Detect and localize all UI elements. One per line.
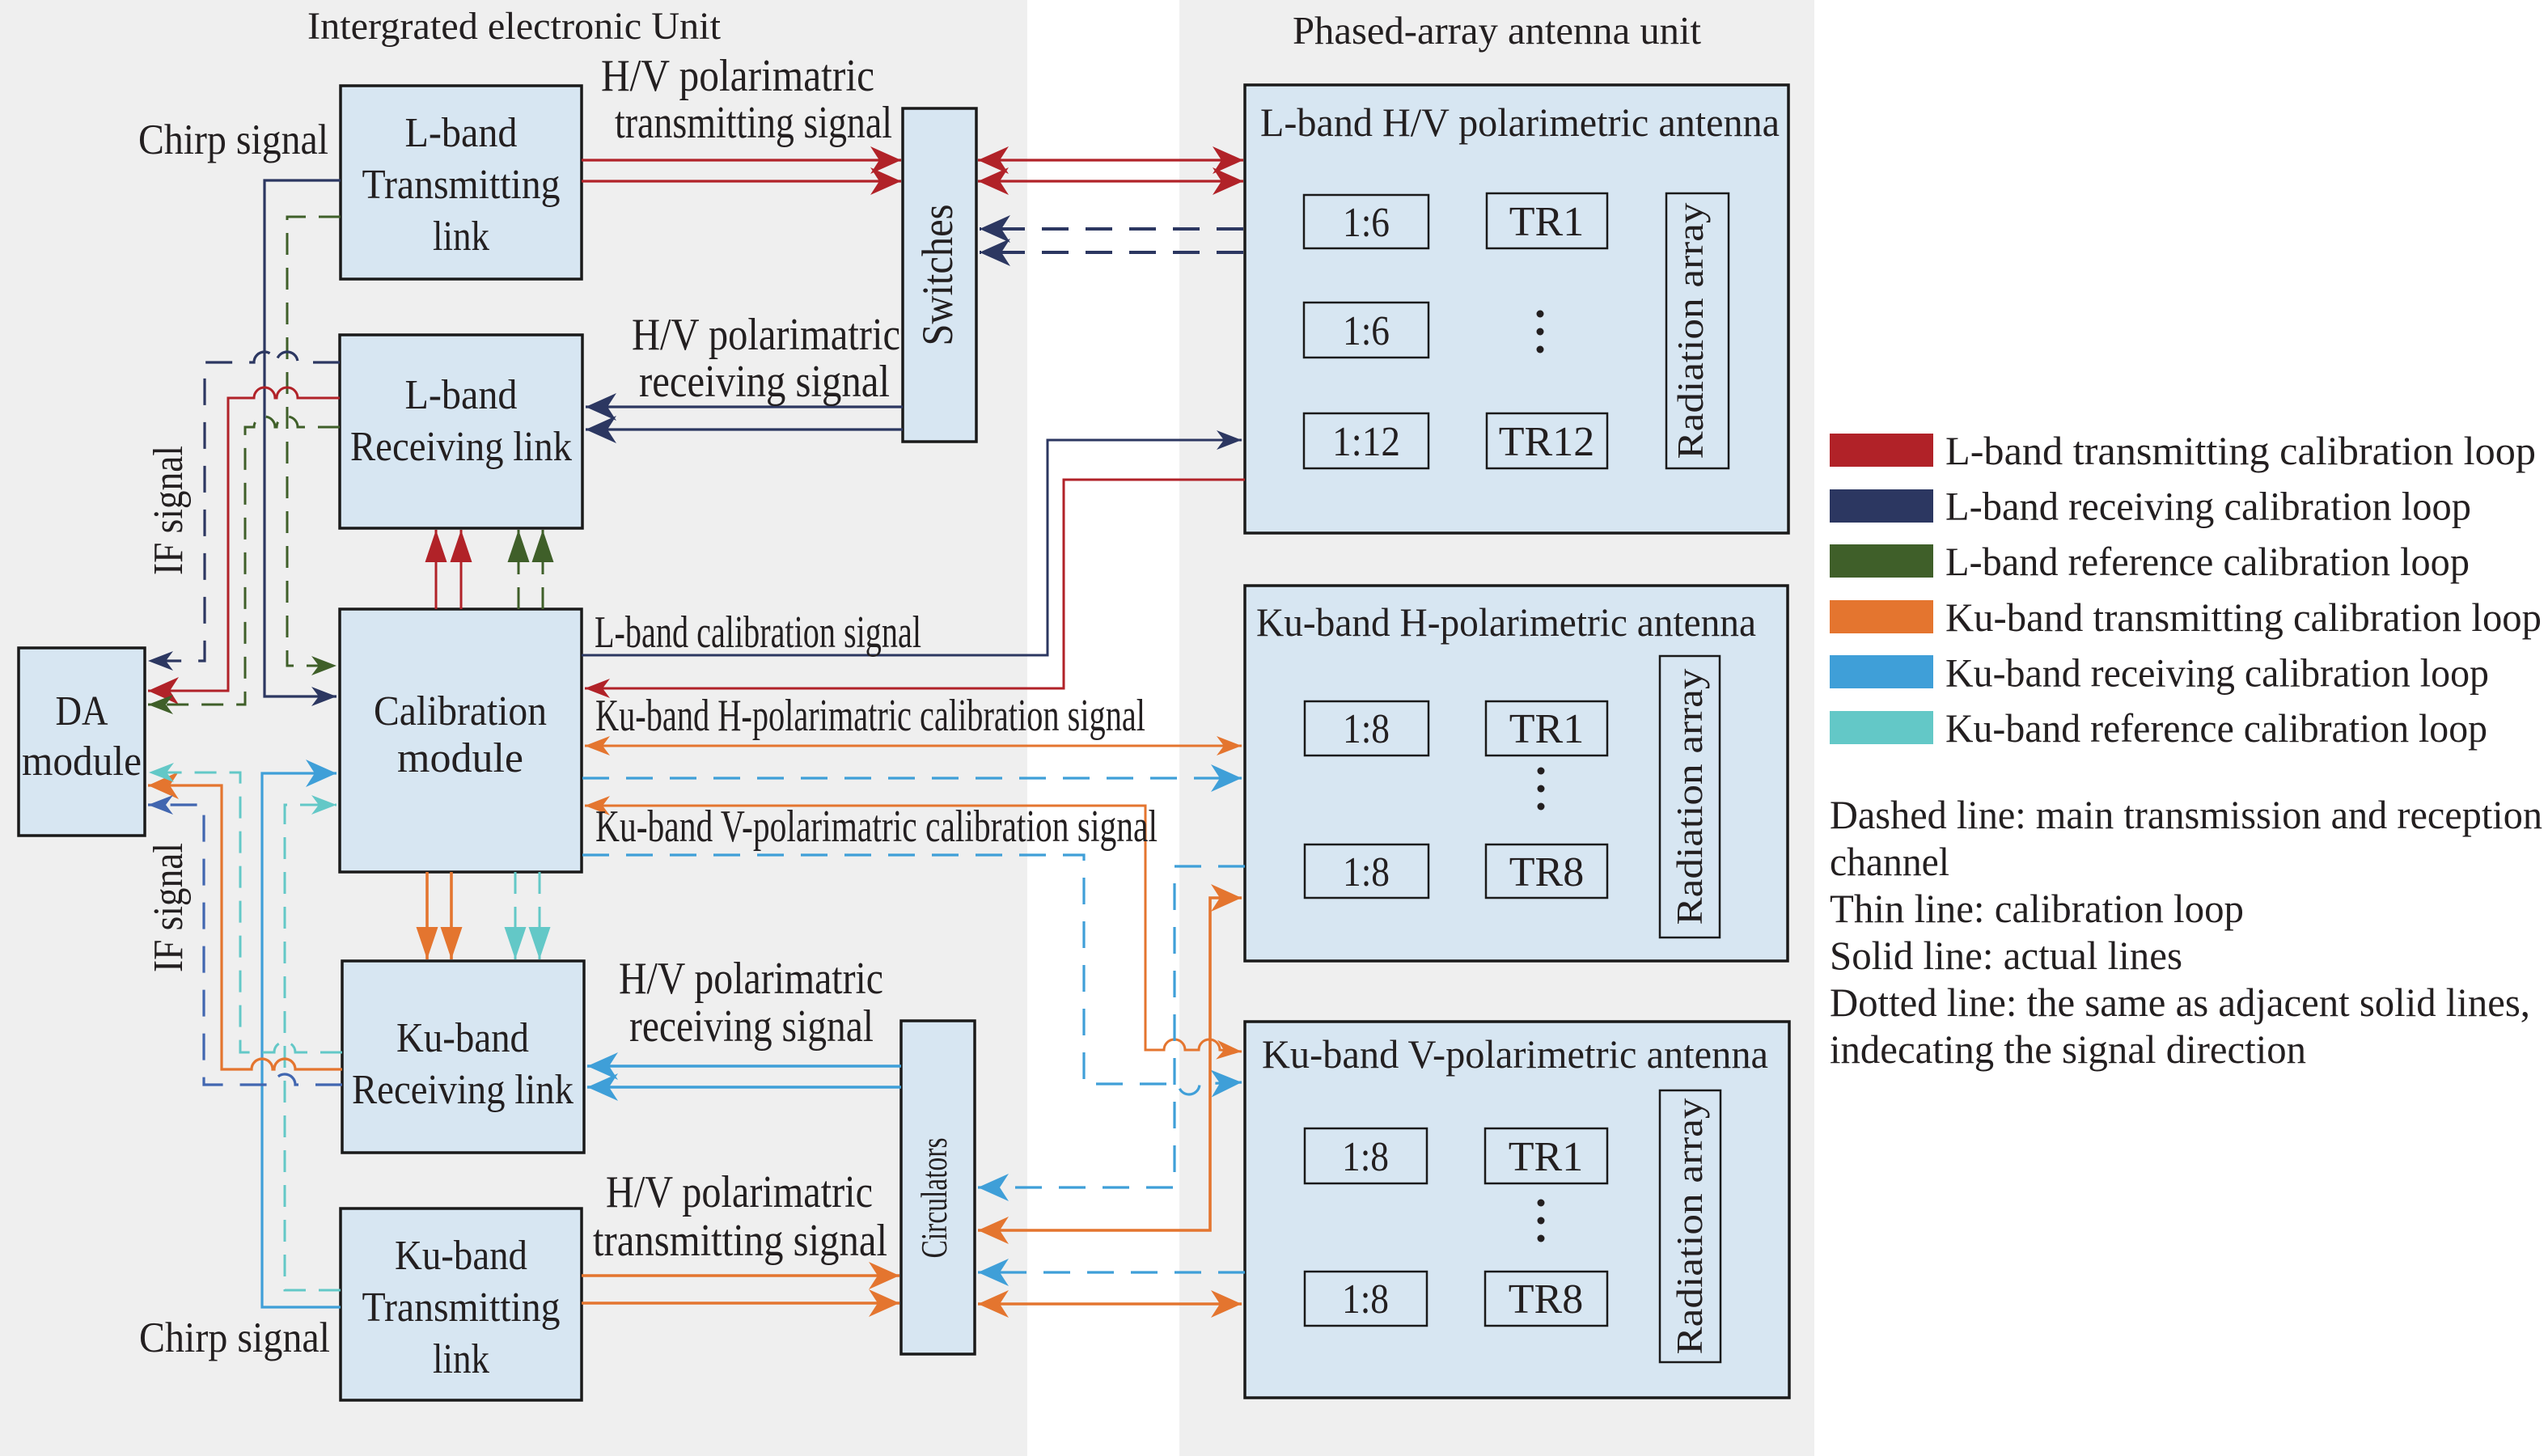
svg-text:1:12: 1:12	[1332, 419, 1400, 465]
svg-text:L-band reference calibration l: L-band reference calibration loop	[1945, 539, 2470, 584]
svg-text:TR8: TR8	[1509, 849, 1584, 895]
svg-text:1:6: 1:6	[1343, 308, 1390, 354]
svg-text:L-band transmitting calibratio: L-band transmitting calibration loop	[1945, 428, 2536, 473]
svg-text:H/V polarimatric: H/V polarimatric	[606, 1167, 873, 1217]
svg-text:indecating the signal directio: indecating the signal direction	[1830, 1026, 2306, 1072]
svg-text:module: module	[22, 739, 142, 785]
svg-text:IF signal: IF signal	[146, 843, 192, 972]
svg-text:L-band: L-band	[405, 372, 518, 418]
svg-text:TR1: TR1	[1509, 1134, 1583, 1180]
svg-text:Intergrated electronic Unit: Intergrated electronic Unit	[307, 5, 722, 48]
svg-text:L-band: L-band	[405, 110, 518, 156]
svg-text:Ku-band transmitting calibrati: Ku-band transmitting calibration loop	[1945, 595, 2542, 640]
svg-text:Radiation array: Radiation array	[1669, 669, 1710, 925]
svg-text:L-band calibration signal: L-band calibration signal	[595, 607, 921, 658]
svg-text:H/V polarimatric: H/V polarimatric	[601, 51, 874, 101]
svg-text:H/V polarimatric: H/V polarimatric	[619, 954, 883, 1004]
svg-text:Ku-band H-polarimetric antenna: Ku-band H-polarimetric antenna	[1256, 599, 1756, 645]
svg-text:Ku-band reference calibration: Ku-band reference calibration loop	[1945, 705, 2487, 751]
svg-text:Chirp signal: Chirp signal	[139, 1314, 330, 1361]
svg-text:1:6: 1:6	[1343, 200, 1390, 246]
svg-text:module: module	[397, 735, 523, 781]
svg-text:DA: DA	[56, 688, 108, 734]
svg-text:Thin line: calibration loop: Thin line: calibration loop	[1830, 886, 2244, 931]
svg-text:H/V polarimatric: H/V polarimatric	[632, 310, 900, 360]
svg-text:Transmitting: Transmitting	[362, 1285, 561, 1331]
svg-text:Receiving link: Receiving link	[350, 424, 572, 470]
svg-text:Dashed line: main transmission: Dashed line: main transmission and recep…	[1830, 792, 2542, 837]
svg-text:TR1: TR1	[1509, 199, 1584, 245]
svg-text:Ku-band V-polarimetric antenna: Ku-band V-polarimetric antenna	[1262, 1031, 1768, 1077]
svg-text:TR12: TR12	[1499, 419, 1594, 465]
svg-text:channel: channel	[1830, 839, 1949, 884]
svg-text:Ku-band receiving calibration: Ku-band receiving calibration loop	[1945, 650, 2489, 695]
svg-text:Transmitting: Transmitting	[362, 162, 561, 208]
svg-text:1:8: 1:8	[1343, 849, 1390, 895]
svg-text:Ku-band V-polarimatric calibra: Ku-band V-polarimatric calibration signa…	[595, 802, 1158, 852]
svg-text:Dotted line: the same as adjac: Dotted line: the same as adjacent solid …	[1830, 980, 2530, 1025]
svg-text:Calibration: Calibration	[374, 688, 547, 734]
svg-text:Switches: Switches	[913, 205, 962, 346]
svg-text:Phased-array antenna unit: Phased-array antenna unit	[1293, 8, 1701, 53]
svg-text:TR1: TR1	[1509, 706, 1584, 752]
svg-text:Solid line: actual lines: Solid line: actual lines	[1830, 933, 2182, 978]
svg-text:receiving signal: receiving signal	[639, 357, 890, 407]
svg-text:Circulators: Circulators	[913, 1138, 954, 1259]
svg-text:link: link	[433, 1336, 489, 1382]
svg-text:L-band receiving calibration l: L-band receiving calibration loop	[1945, 484, 2471, 529]
svg-text:transmitting signal: transmitting signal	[615, 98, 892, 148]
svg-text:Radiation array: Radiation array	[1669, 1098, 1710, 1355]
svg-text:1:8: 1:8	[1343, 706, 1390, 752]
svg-text:TR8: TR8	[1509, 1276, 1583, 1323]
svg-text:Ku-band: Ku-band	[396, 1015, 529, 1061]
svg-text:Chirp signal: Chirp signal	[138, 116, 328, 163]
svg-text:IF signal: IF signal	[146, 446, 192, 575]
svg-text:Ku-band H-polarimatric calibra: Ku-band H-polarimatric calibration signa…	[595, 691, 1145, 741]
svg-text:receiving signal: receiving signal	[629, 1001, 874, 1052]
svg-text:transmitting signal: transmitting signal	[593, 1216, 887, 1266]
svg-text:link: link	[433, 214, 489, 260]
svg-text:1:8: 1:8	[1342, 1276, 1389, 1323]
svg-text:1:8: 1:8	[1342, 1134, 1389, 1180]
svg-text:Ku-band: Ku-band	[395, 1233, 527, 1279]
svg-text:Receiving link: Receiving link	[352, 1067, 574, 1113]
svg-text:L-band H/V polarimetric antenn: L-band H/V polarimetric antenna	[1260, 99, 1780, 145]
svg-text:Radiation array: Radiation array	[1670, 203, 1711, 459]
